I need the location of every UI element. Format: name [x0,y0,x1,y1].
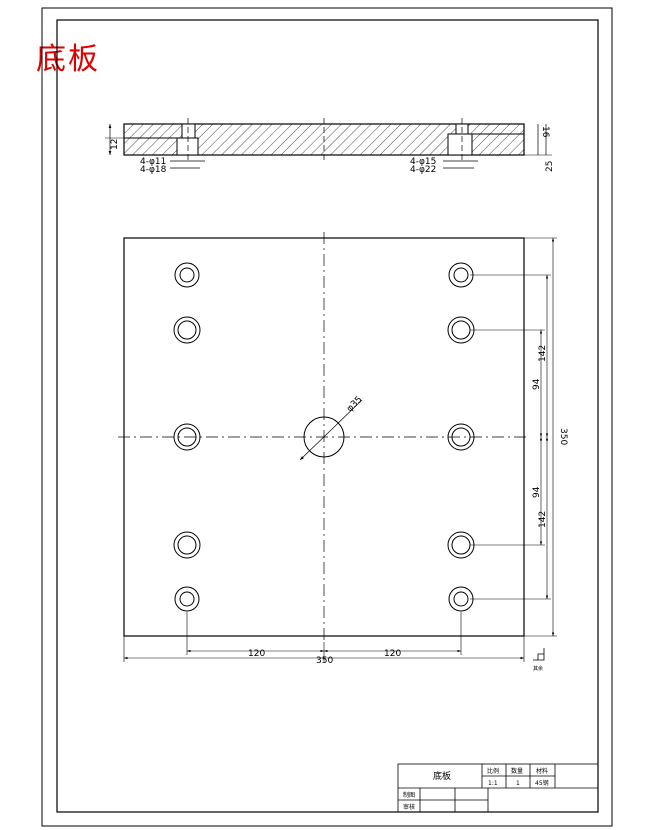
drawing-title: 底板 [36,42,100,77]
scale-label: 比例 [487,767,499,775]
quantity-value: 1 [516,780,520,787]
dim-94-upper: 94 [532,378,542,390]
material-label: 材料 [536,767,548,775]
outer-border [41,7,613,827]
dim-120-left: 120 [248,649,265,659]
plan-view [118,232,557,662]
checked-by-label: 审核 [403,803,415,811]
center-hole-label: φ35 [345,395,364,414]
dim-right-depth: 16 [540,126,550,138]
right-hole-large-label: 4-φ22 [410,165,436,175]
center-hole [303,416,345,458]
dim-142-upper: 142 [538,345,548,362]
dim-thickness: 25 [545,161,555,172]
title-block-name: 底板 [433,770,451,782]
dim-142-lower: 142 [538,511,548,528]
dim-94-lower: 94 [532,486,542,498]
inner-frame [56,19,599,813]
left-hole-small-label: 4-φ11 [140,157,166,167]
quantity-label: 数量 [511,767,523,775]
drawn-by-label: 制图 [403,791,415,799]
section-view [105,118,552,169]
scale-value: 1:1 [488,780,498,787]
dim-width: 350 [316,656,333,666]
right-hole-small-label: 4-φ15 [410,157,436,167]
dim-height: 350 [558,428,568,445]
dim-120-right: 120 [384,649,401,659]
roughness-note: 其余 [533,665,543,672]
title-block [397,763,599,813]
material-value: 45钢 [535,779,549,787]
dim-left-depth: 12 [110,139,120,150]
left-hole-large-label: 4-φ18 [140,165,167,175]
